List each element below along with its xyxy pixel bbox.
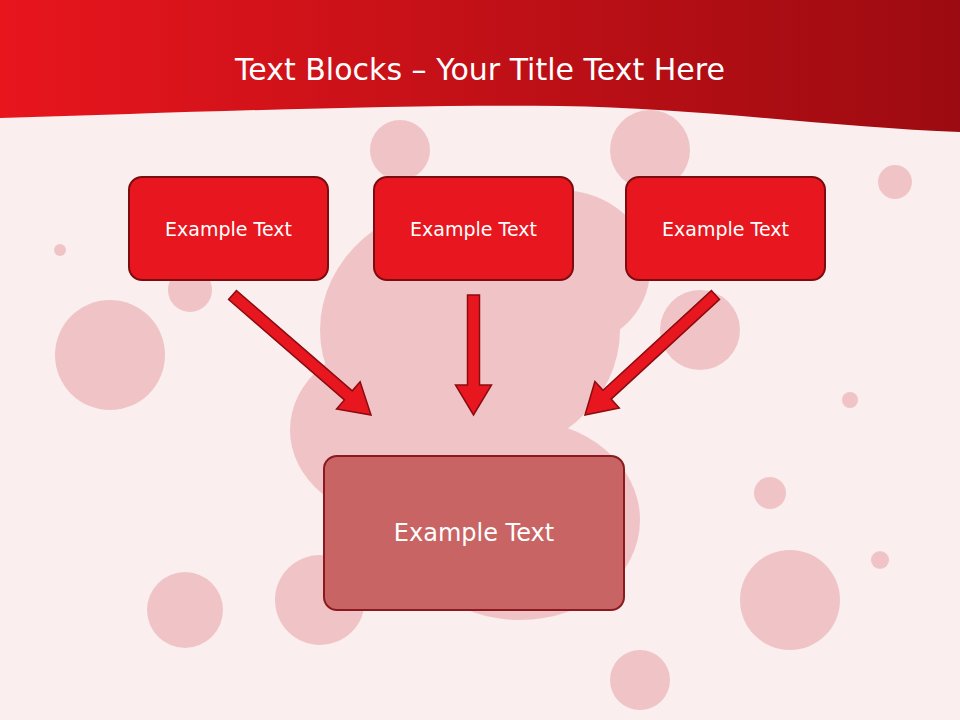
text-block: Example Text [323,455,625,611]
text-block: Example Text [625,176,826,281]
block-text: Example Text [410,218,537,240]
slide-title: Text Blocks – Your Title Text Here [0,52,960,87]
block-arrow [229,290,371,415]
block-text: Example Text [165,218,292,240]
block-arrow [585,291,720,415]
ink-splatter [54,110,912,710]
block-text: Example Text [394,519,554,547]
header-band [0,0,960,132]
text-block: Example Text [373,176,574,281]
block-text: Example Text [662,218,789,240]
block-arrow [456,295,492,415]
text-block: Example Text [128,176,329,281]
